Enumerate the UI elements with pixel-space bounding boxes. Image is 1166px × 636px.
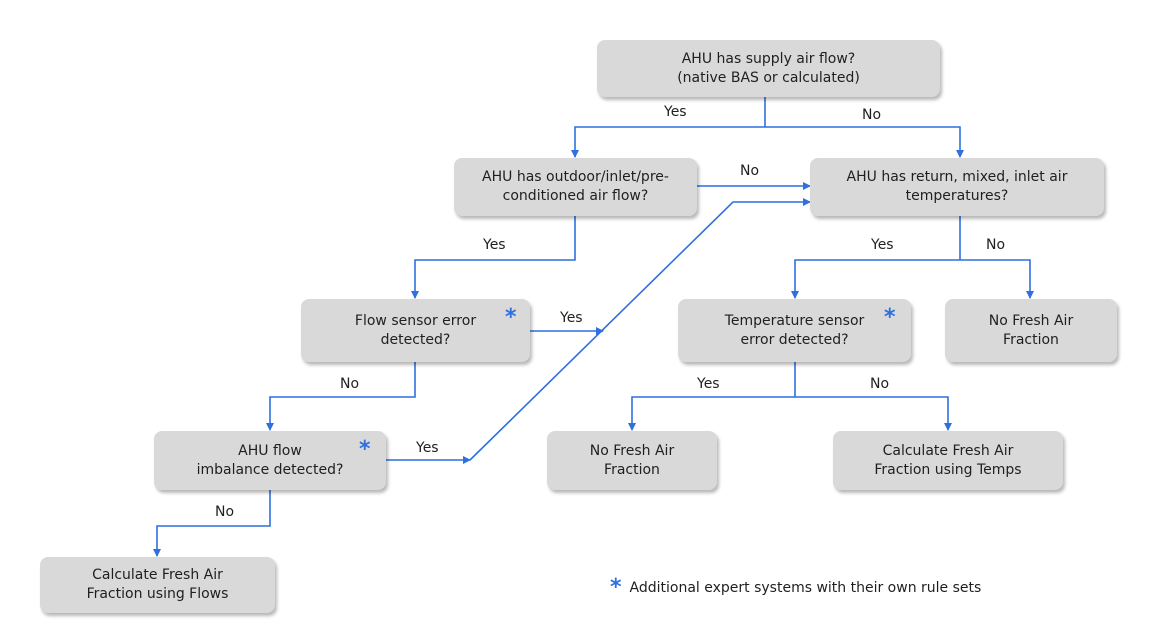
edge-label-outdoor-no: No <box>740 163 760 179</box>
expert-system-asterisk-icon: * <box>359 437 371 462</box>
edge-label-temp-error-no: No <box>870 376 890 392</box>
legend: * Additional expert systems with their o… <box>610 577 981 599</box>
node-calc-temps-text: Calculate Fresh Air Fraction using Temps <box>874 442 1022 478</box>
edge-label-temps-yes: Yes <box>871 237 894 253</box>
edge-label-temp-error-yes: Yes <box>697 376 720 392</box>
node-temp-sensor-error-text: Temperature sensor error detected? <box>724 312 865 348</box>
connector-temp-error-no <box>795 396 952 431</box>
edge-label-supply-no: No <box>862 107 882 123</box>
connector-temps-no <box>960 259 1034 299</box>
node-air-temperatures-text: AHU has return, mixed, inlet air tempera… <box>846 169 1068 204</box>
node-supply-air-flow-text: AHU has supply air flow? (native BAS or … <box>677 50 860 86</box>
connector-supply-no <box>765 126 964 158</box>
edge-label-flow-error-yes: Yes <box>560 310 583 326</box>
node-no-fresh-air-right: No Fresh Air Fraction <box>945 299 1117 362</box>
node-temp-sensor-error: Temperature sensor error detected? * <box>678 299 911 362</box>
node-supply-air-flow: AHU has supply air flow? (native BAS or … <box>597 40 940 97</box>
legend-asterisk-icon: * <box>610 575 622 600</box>
connector-supply-yes <box>571 126 765 158</box>
node-no-fresh-air-middle: No Fresh Air Fraction <box>547 431 717 490</box>
node-no-fresh-air-middle-text: No Fresh Air Fraction <box>589 442 675 478</box>
node-outdoor-air-flow: AHU has outdoor/inlet/pre- conditioned a… <box>454 158 697 216</box>
node-calc-flows: Calculate Fresh Air Fraction using Flows <box>40 557 275 613</box>
connector-temps-yes <box>791 259 960 299</box>
expert-system-asterisk-icon: * <box>505 305 517 330</box>
node-flow-imbalance: AHU flow imbalance detected? * <box>154 431 386 490</box>
node-flow-sensor-error-text: Flow sensor error detected? <box>354 312 477 348</box>
edge-label-flow-error-no: No <box>340 376 360 392</box>
node-flow-sensor-error: Flow sensor error detected? * <box>301 299 530 362</box>
connector-imbalance-no <box>153 490 271 557</box>
legend-text: Additional expert systems with their own… <box>629 580 982 596</box>
edge-label-temps-no: No <box>986 237 1006 253</box>
node-no-fresh-air-right-text: No Fresh Air Fraction <box>988 312 1074 348</box>
connector-flow-error-no <box>266 362 416 431</box>
node-calc-flows-text: Calculate Fresh Air Fraction using Flows <box>86 567 229 602</box>
connector-outdoor-yes <box>411 216 576 299</box>
edge-label-imbalance-no: No <box>215 504 235 520</box>
edge-label-supply-yes: Yes <box>664 104 687 120</box>
node-flow-imbalance-text: AHU flow imbalance detected? <box>196 442 344 478</box>
connector-diagonal <box>469 198 811 461</box>
edge-label-outdoor-yes: Yes <box>483 237 506 253</box>
edge-label-imbalance-yes: Yes <box>416 440 439 456</box>
node-outdoor-air-flow-text: AHU has outdoor/inlet/pre- conditioned a… <box>482 169 669 204</box>
connector-temp-error-yes <box>628 396 795 431</box>
expert-system-asterisk-icon: * <box>884 305 896 330</box>
node-calc-temps: Calculate Fresh Air Fraction using Temps <box>833 431 1063 490</box>
node-air-temperatures: AHU has return, mixed, inlet air tempera… <box>810 158 1104 216</box>
